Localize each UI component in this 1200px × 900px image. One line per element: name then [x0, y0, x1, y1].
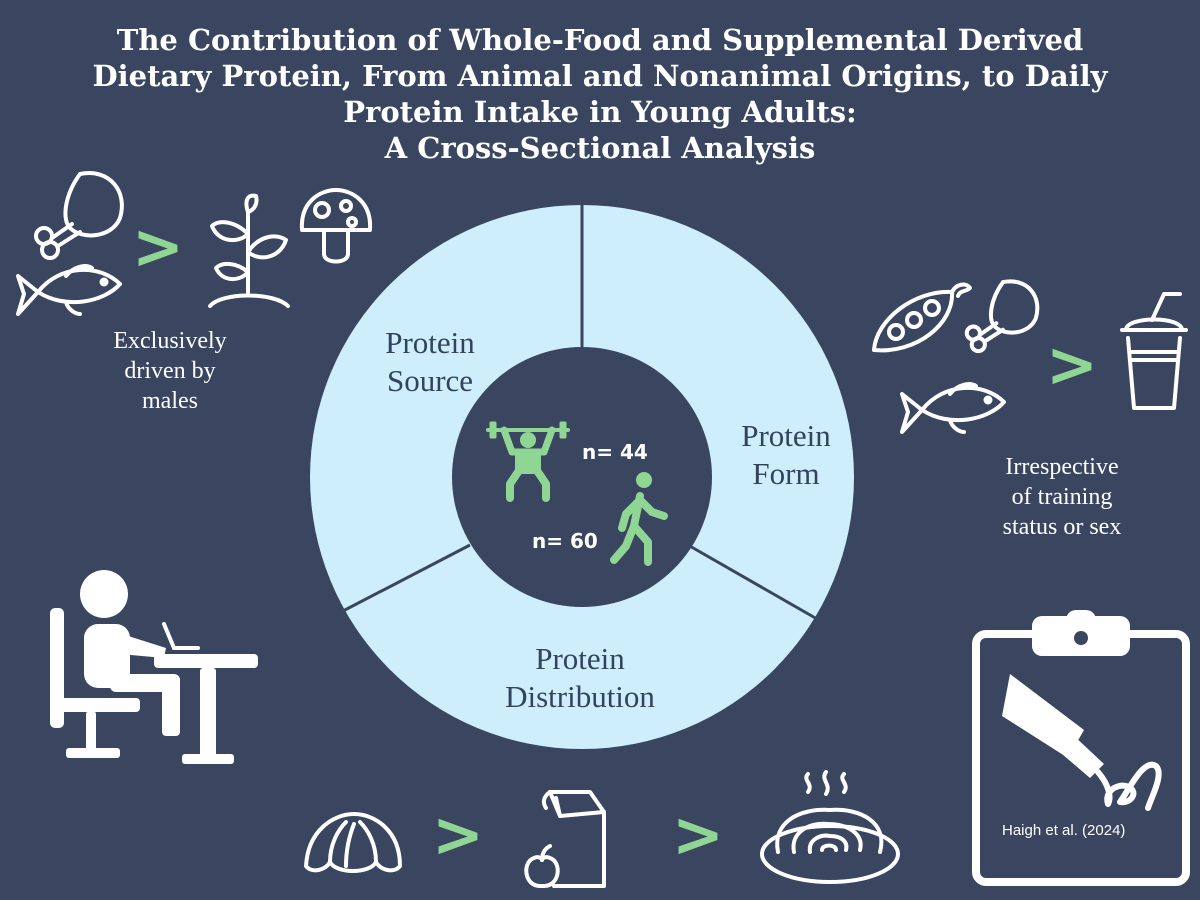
form-comparator: > — [1046, 328, 1098, 401]
title-line-2: Dietary Protein, From Animal and Nonanim… — [92, 59, 1108, 93]
lunch-bag-apple-icon — [520, 786, 612, 892]
pasta-plate-icon — [756, 770, 904, 888]
segment-form-line-1: Protein — [741, 418, 831, 453]
mushroom-icon — [296, 186, 376, 268]
segment-source-line-1: Protein — [385, 325, 475, 360]
page-title: The Contribution of Whole-Food and Suppl… — [0, 22, 1200, 166]
form-caption-line-1: Irrespective — [1005, 454, 1119, 480]
segment-label-source: Protein Source — [330, 324, 530, 400]
form-caption-line-3: status or sex — [1002, 514, 1122, 540]
fish-icon — [14, 254, 126, 326]
walking-person-icon — [608, 472, 678, 568]
weightlifter-icon — [482, 418, 574, 504]
distribution-comparator-2: > — [672, 798, 724, 871]
source-caption-line-1: Exclusively — [113, 328, 227, 354]
trained-sample-size: n= 44 — [582, 440, 648, 464]
segment-form-line-2: Form — [752, 456, 820, 491]
wheel-divider-left — [318, 545, 470, 624]
title-line-3: Protein Intake in Young Adults: — [343, 95, 857, 129]
source-caption: Exclusively driven by males — [70, 326, 270, 416]
segment-label-form: Protein Form — [686, 417, 886, 493]
form-caption-line-2: of training — [1011, 484, 1113, 510]
citation: Haigh et al. (2024) — [1002, 822, 1126, 839]
title-line-1: The Contribution of Whole-Food and Suppl… — [116, 23, 1084, 57]
chicken-leg-icon — [952, 272, 1044, 358]
pea-pod-icon — [866, 280, 974, 360]
distribution-comparator-1: > — [432, 798, 484, 871]
fish-icon — [886, 372, 1022, 444]
segment-distribution-line-2: Distribution — [505, 679, 655, 714]
source-comparator: > — [132, 210, 184, 283]
form-caption: Irrespective of training status or sex — [962, 452, 1162, 542]
wheel-divider-right — [688, 545, 838, 631]
source-caption-line-2: driven by — [124, 358, 216, 384]
source-caption-line-3: males — [142, 388, 198, 414]
segment-source-line-2: Source — [386, 363, 474, 398]
shaker-cup-icon — [1118, 290, 1190, 414]
person-at-desk-icon — [50, 570, 258, 764]
croissant-icon — [300, 808, 406, 886]
untrained-sample-size: n= 60 — [532, 529, 598, 553]
segment-distribution-line-1: Protein — [535, 641, 625, 676]
segment-label-distribution: Protein Distribution — [460, 640, 700, 716]
clipboard-pen-icon — [972, 610, 1190, 886]
title-line-4: A Cross-Sectional Analysis — [384, 131, 816, 165]
chicken-leg-icon — [18, 166, 130, 262]
sprout-icon — [204, 190, 294, 314]
